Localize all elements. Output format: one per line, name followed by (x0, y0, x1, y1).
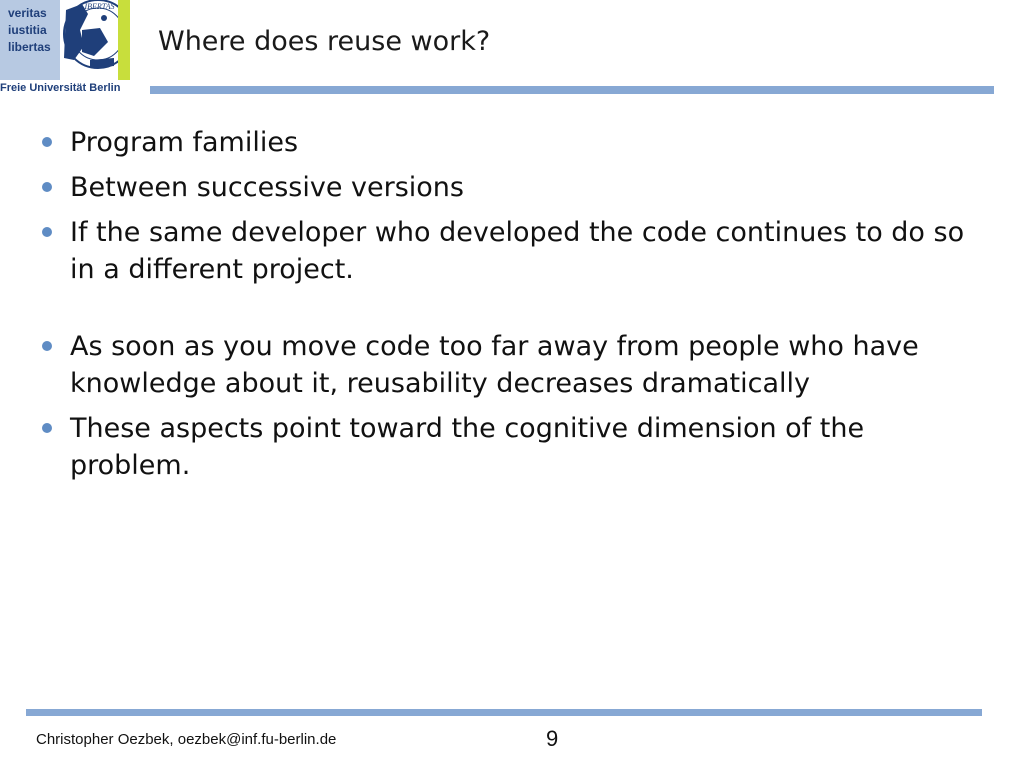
footer-divider (26, 709, 982, 716)
bullet-item: As soon as you move code too far away fr… (40, 328, 990, 402)
university-logo: veritas iustitia libertas LIBERTAS Freie… (0, 0, 130, 96)
bullet-list: Program families Between successive vers… (40, 124, 990, 492)
bullet-item: If the same developer who developed the … (40, 214, 990, 288)
bullet-text: Between successive versions (70, 172, 464, 203)
seal-icon: LIBERTAS (60, 0, 118, 80)
motto-veritas: veritas (8, 6, 47, 20)
bullet-item: Between successive versions (40, 169, 990, 206)
slide-title: Where does reuse work? (158, 26, 491, 57)
title-divider (150, 86, 994, 94)
logo-green-bar (118, 0, 130, 80)
bullet-item: Program families (40, 124, 990, 161)
bullet-dot-icon (42, 137, 52, 147)
motto-libertas: libertas (8, 40, 51, 54)
bullet-item: These aspects point toward the cognitive… (40, 410, 990, 484)
motto-iustitia: iustitia (8, 23, 47, 37)
bullet-dot-icon (42, 182, 52, 192)
seal-text: LIBERTAS (79, 2, 115, 11)
footer-author: Christopher Oezbek, oezbek@inf.fu-berlin… (36, 731, 337, 748)
university-name: Freie Universität Berlin (0, 82, 121, 94)
page-number: 9 (546, 726, 559, 751)
bullet-text: Program families (70, 127, 299, 158)
bullet-dot-icon (42, 227, 52, 237)
bullet-text: If the same developer who developed the … (70, 217, 965, 285)
logo-motto-panel: veritas iustitia libertas (0, 0, 60, 80)
bullet-dot-icon (42, 423, 52, 433)
bullet-dot-icon (42, 341, 52, 351)
bullet-text: As soon as you move code too far away fr… (70, 331, 919, 399)
bullet-text: These aspects point toward the cognitive… (70, 413, 865, 481)
